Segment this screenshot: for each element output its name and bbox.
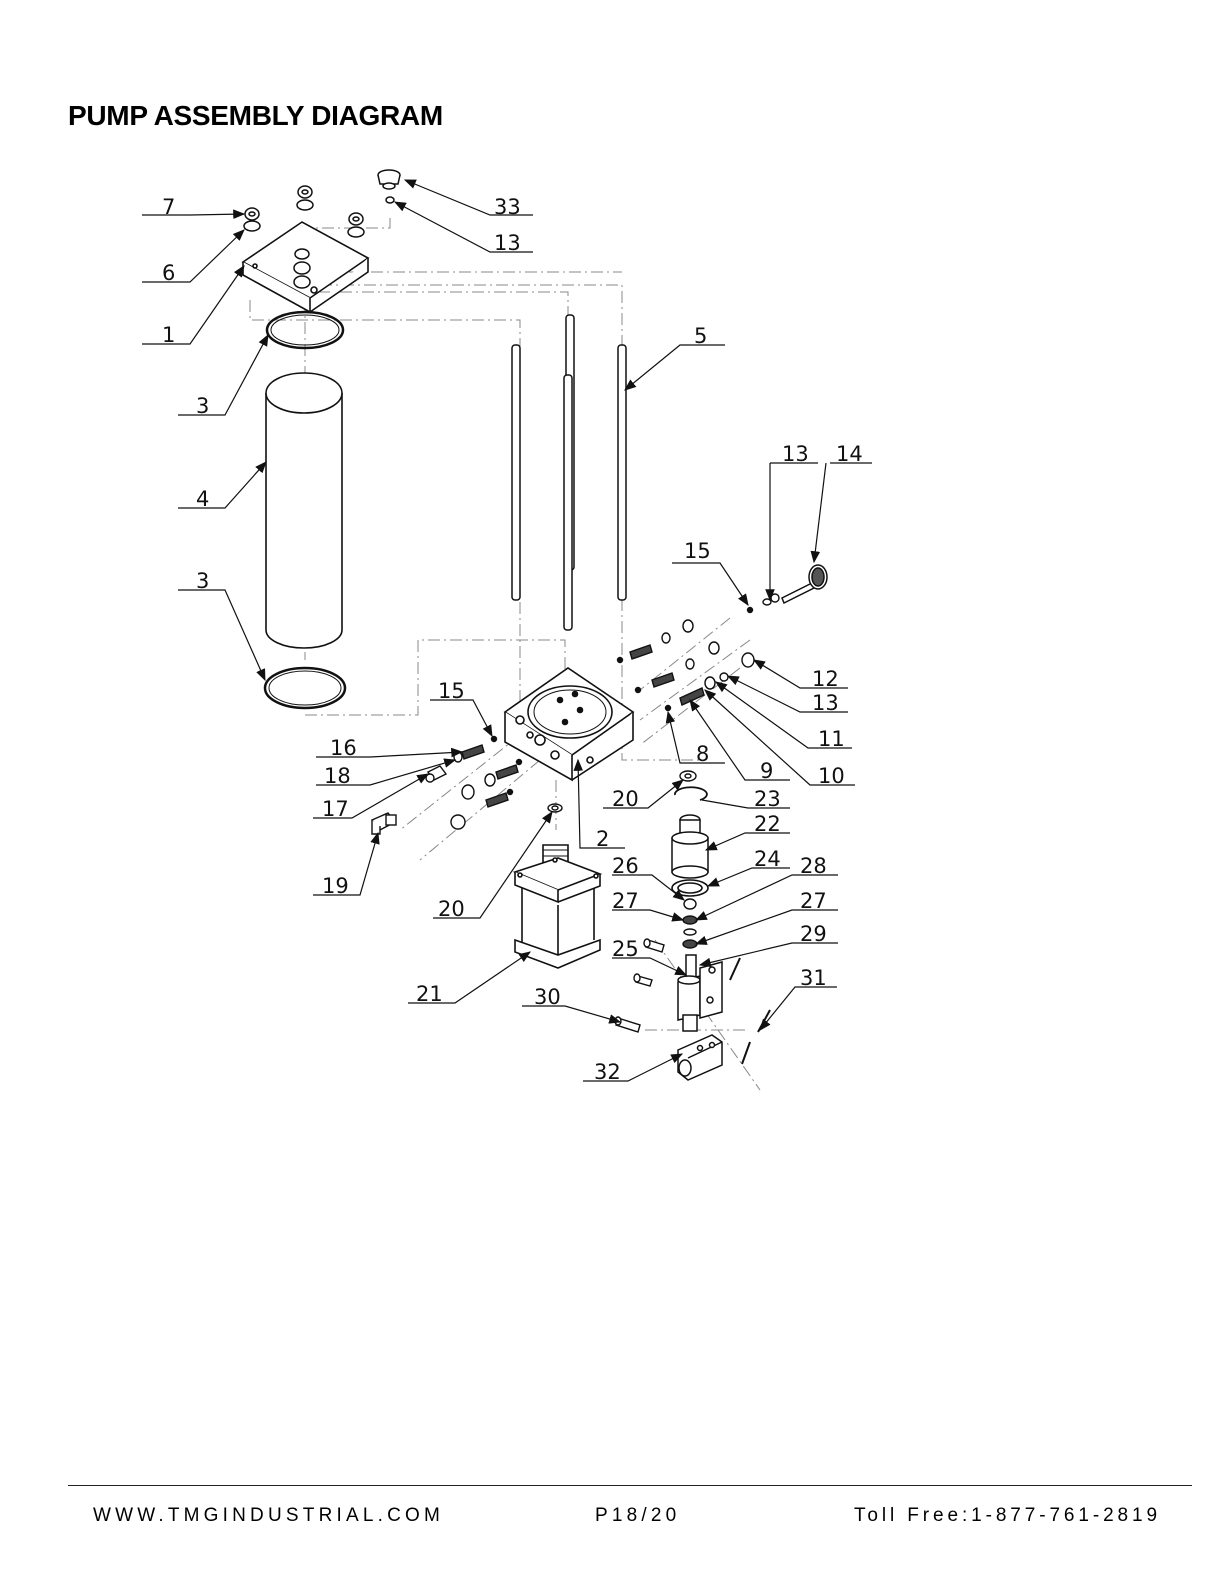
- cylinder-tube-part-4: [266, 373, 342, 648]
- callout-11: 11: [818, 727, 845, 751]
- callout-5: 5: [694, 324, 707, 348]
- callout-23: 23: [754, 787, 781, 811]
- valve-train-parts-8-to-15: [618, 594, 780, 711]
- callout-27-right: 27: [800, 889, 827, 913]
- clevis-pin-part-25: [644, 939, 664, 952]
- piston-rod-part-29: [678, 955, 722, 1031]
- callout-7: 7: [162, 195, 175, 219]
- callout-1: 1: [162, 323, 175, 347]
- callout-19: 19: [322, 874, 349, 898]
- callout-15-left: 15: [438, 679, 465, 703]
- pins-part-31: [730, 958, 770, 1064]
- callout-3-lower: 3: [196, 569, 209, 593]
- footer-divider: [68, 1485, 1192, 1486]
- callout-12: 12: [812, 667, 839, 691]
- callout-20-lower: 20: [438, 897, 465, 921]
- piston-part-22: [672, 815, 708, 878]
- cap-knob-part-33: [378, 170, 400, 189]
- leader-lines: [142, 180, 872, 1081]
- callout-13-valve: 13: [812, 691, 839, 715]
- callout-15-right: 15: [684, 539, 711, 563]
- callout-26: 26: [612, 854, 639, 878]
- callout-2: 2: [596, 827, 609, 851]
- callout-28: 28: [800, 854, 827, 878]
- callout-3-upper: 3: [196, 394, 209, 418]
- snap-ring-part-23: [675, 787, 707, 800]
- footer-page-number: P18/20: [595, 1505, 680, 1527]
- bolt-part-30: [615, 974, 652, 1032]
- washer-part-20-lower: [548, 804, 562, 812]
- callout-32: 32: [594, 1060, 621, 1084]
- callout-24: 24: [754, 847, 781, 871]
- callout-13-plunger: 13: [782, 442, 809, 466]
- callout-17: 17: [322, 797, 349, 821]
- callout-29: 29: [800, 922, 827, 946]
- callout-10: 10: [818, 764, 845, 788]
- callout-25: 25: [612, 937, 639, 961]
- callout-21: 21: [416, 982, 443, 1006]
- callout-31: 31: [800, 966, 827, 990]
- callout-16: 16: [330, 736, 357, 760]
- callout-33: 33: [494, 195, 521, 219]
- tie-rods-part-5: [512, 315, 626, 630]
- callout-22: 22: [754, 812, 781, 836]
- callout-9: 9: [760, 759, 773, 783]
- ring-part-24: [672, 880, 708, 896]
- air-cylinder-part-21: [515, 845, 600, 968]
- callout-6: 6: [162, 261, 175, 285]
- seals-parts-26-27-28: [683, 899, 697, 948]
- callout-30: 30: [534, 985, 561, 1009]
- callout-4: 4: [196, 487, 209, 511]
- pump-block-part-2: [505, 668, 633, 780]
- washer-part-20-upper: [680, 771, 696, 781]
- construction-lines: [250, 215, 760, 1090]
- footer-toll-free-number: Toll Free:1-877-761-2819: [854, 1505, 1161, 1527]
- callout-14: 14: [836, 442, 863, 466]
- callout-8: 8: [696, 742, 709, 766]
- callout-13-top: 13: [494, 231, 521, 255]
- plunger-part-14: [782, 565, 827, 603]
- callout-20-upper: 20: [612, 787, 639, 811]
- footer-website-link[interactable]: WWW.TMGINDUSTRIAL.COM: [93, 1505, 444, 1527]
- base-bracket-part-32: [678, 1035, 722, 1080]
- callout-27-left: 27: [612, 889, 639, 913]
- o-ring-part-3-lower: [265, 668, 345, 708]
- callout-18: 18: [324, 764, 351, 788]
